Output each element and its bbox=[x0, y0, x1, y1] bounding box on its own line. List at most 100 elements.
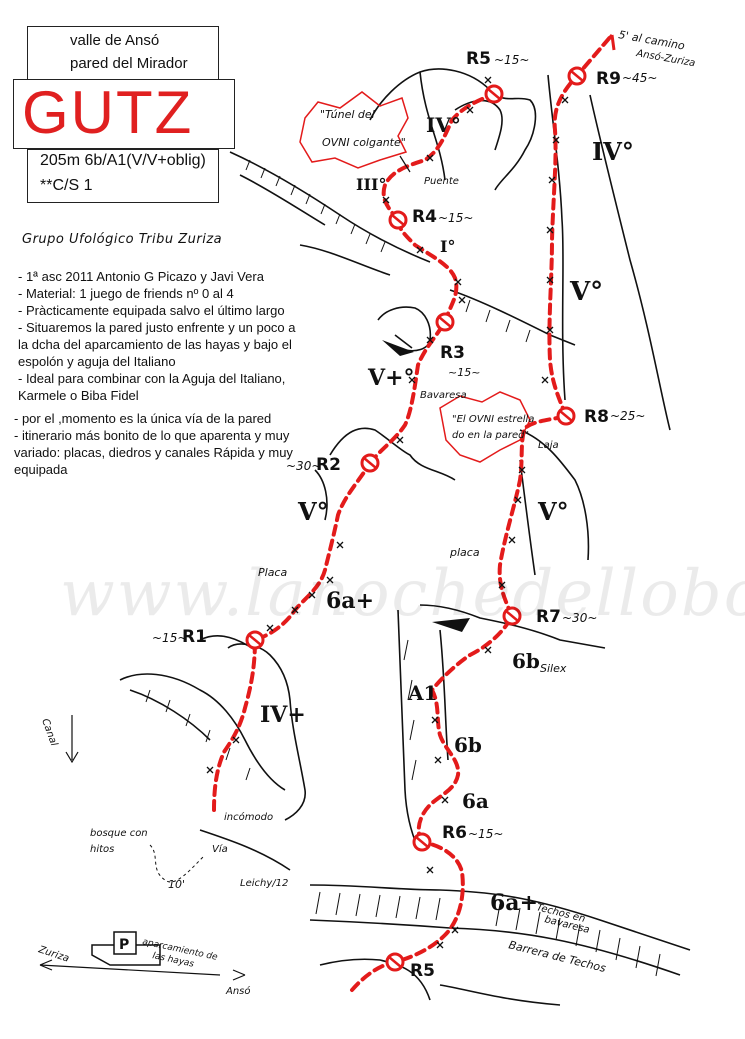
grade-vplus: V+° bbox=[367, 365, 415, 391]
bolt-mark bbox=[266, 624, 274, 632]
bolt-mark bbox=[426, 336, 434, 344]
ten-label: 10' bbox=[168, 878, 185, 891]
ovni-label-2: do en la pared" bbox=[452, 430, 529, 441]
grade-i: I° bbox=[440, 237, 455, 256]
bolt-mark bbox=[291, 606, 299, 614]
route-title: GUTZ bbox=[22, 79, 194, 146]
tunel-callout bbox=[299, 91, 409, 169]
relay-slash bbox=[559, 410, 573, 422]
bolt-mark bbox=[454, 278, 462, 286]
r5-length: ~15~ bbox=[494, 53, 529, 67]
tunel-label-2: OVNI colgante" bbox=[322, 136, 406, 149]
r1-label: R1 bbox=[182, 627, 207, 647]
bavaresa-label: Bavaresa bbox=[420, 390, 467, 401]
bolt-mark bbox=[546, 326, 554, 334]
bolt-mark bbox=[508, 536, 516, 544]
title-box bbox=[13, 79, 235, 149]
bolt-mark bbox=[546, 276, 554, 284]
bolt-mark bbox=[552, 136, 560, 144]
wall-label: pared del Mirador bbox=[70, 55, 188, 72]
bolt-mark bbox=[451, 926, 459, 934]
bolt-mark bbox=[484, 646, 492, 654]
note-item: - 1ª asc 2011 Antonio G Picazo y Javi Ve… bbox=[18, 269, 264, 284]
bolt-mark bbox=[484, 76, 492, 84]
parking-letter: P bbox=[119, 937, 129, 953]
camino-label-1: 5' al camino bbox=[617, 28, 686, 52]
bolt-mark bbox=[518, 466, 526, 474]
route-line bbox=[212, 33, 614, 992]
r7-length: ~30~ bbox=[562, 611, 597, 625]
bolt-mark bbox=[441, 796, 449, 804]
bolt-mark bbox=[232, 736, 240, 744]
grade-6b-r7: 6b bbox=[512, 649, 540, 673]
ovni-callout bbox=[439, 391, 531, 463]
bosque-label-2: hitos bbox=[90, 844, 114, 855]
bolts bbox=[206, 76, 569, 949]
relay-slash bbox=[363, 457, 377, 469]
bolt-mark bbox=[431, 716, 439, 724]
location-box: valle de Ansó pared del Mirador bbox=[27, 26, 219, 80]
bolt-mark bbox=[426, 154, 434, 162]
r2-label: R2 bbox=[316, 455, 341, 475]
placa-left-label: Placa bbox=[258, 566, 287, 579]
valley-label: valle de Ansó bbox=[70, 32, 160, 49]
grade-line: 205m 6b/A1(V/V+oblig) bbox=[40, 152, 206, 169]
zuriza-left-label: Zuriza bbox=[36, 944, 70, 964]
grade-ivplus: IV+ bbox=[260, 702, 306, 728]
r3-length: ~15~ bbox=[448, 366, 480, 379]
grade-iv-top: IV° bbox=[426, 113, 461, 137]
barrera-label-1: Barrera de Techos bbox=[507, 938, 607, 975]
bolt-mark bbox=[498, 581, 506, 589]
bolt-mark bbox=[396, 436, 404, 444]
bolt-mark bbox=[561, 96, 569, 104]
grade-6aplus-low: 6a+ bbox=[490, 890, 538, 916]
silex-label: Silex bbox=[540, 662, 567, 675]
bolt-mark bbox=[434, 756, 442, 764]
anso-bottom-label: Ansó bbox=[225, 985, 251, 997]
grade-v-mid: V° bbox=[537, 497, 569, 526]
bolt-mark bbox=[541, 376, 549, 384]
rating-line: **C/S 1 bbox=[40, 177, 93, 194]
relay-slash bbox=[415, 836, 429, 848]
grade-6a-low: 6a bbox=[462, 789, 489, 813]
grade-box bbox=[27, 149, 219, 203]
r7-label: R7 bbox=[536, 607, 561, 627]
bosque-label-1: bosque con bbox=[90, 828, 148, 839]
grade-6b-low: 6b bbox=[454, 733, 482, 757]
bolt-mark bbox=[466, 106, 474, 114]
placa-right-label: placa bbox=[449, 546, 480, 559]
roof-r3 bbox=[382, 340, 414, 356]
ovni-label-1: "El OVNI estrella bbox=[452, 414, 534, 425]
bolt-mark bbox=[416, 246, 424, 254]
r8-length: ~25~ bbox=[610, 409, 645, 423]
relay-slash bbox=[487, 88, 501, 100]
bolt-mark bbox=[458, 296, 466, 304]
relay-slash bbox=[570, 70, 584, 82]
route-notes: - 1ª asc 2011 Antonio G Picazo y Javi Ve… bbox=[14, 268, 298, 478]
grade-6aplus-mid: 6a+ bbox=[326, 588, 374, 614]
note-item: - Material: 1 juego de friends nº 0 al 4 bbox=[18, 286, 234, 301]
bolt-mark bbox=[336, 541, 344, 549]
r6-length: ~15~ bbox=[468, 827, 503, 841]
grade-v-right: V° bbox=[569, 277, 603, 307]
r3-label: R3 bbox=[440, 343, 465, 363]
relay-slash bbox=[391, 214, 405, 226]
bolt-mark bbox=[514, 496, 522, 504]
bolt-mark bbox=[546, 226, 554, 234]
bolt-mark bbox=[548, 176, 556, 184]
bolt-mark bbox=[408, 376, 416, 384]
r2-length: ~30~ bbox=[286, 459, 321, 473]
road-arrow-left bbox=[39, 959, 53, 971]
grade-iii: III° bbox=[356, 175, 386, 194]
note-item: - Situaremos la pared justo enfrente y u… bbox=[18, 320, 296, 369]
grade-a1: A1 bbox=[407, 681, 437, 705]
relay-slash bbox=[388, 956, 402, 968]
bolt-mark bbox=[436, 941, 444, 949]
r4-length: ~15~ bbox=[438, 211, 473, 225]
r6-label: R6 bbox=[442, 823, 467, 843]
relay-slash bbox=[505, 610, 519, 622]
approach-path bbox=[149, 844, 206, 883]
watermark: www.lanochedellobo.com bbox=[60, 557, 745, 631]
r9-label: R9 bbox=[596, 69, 621, 89]
